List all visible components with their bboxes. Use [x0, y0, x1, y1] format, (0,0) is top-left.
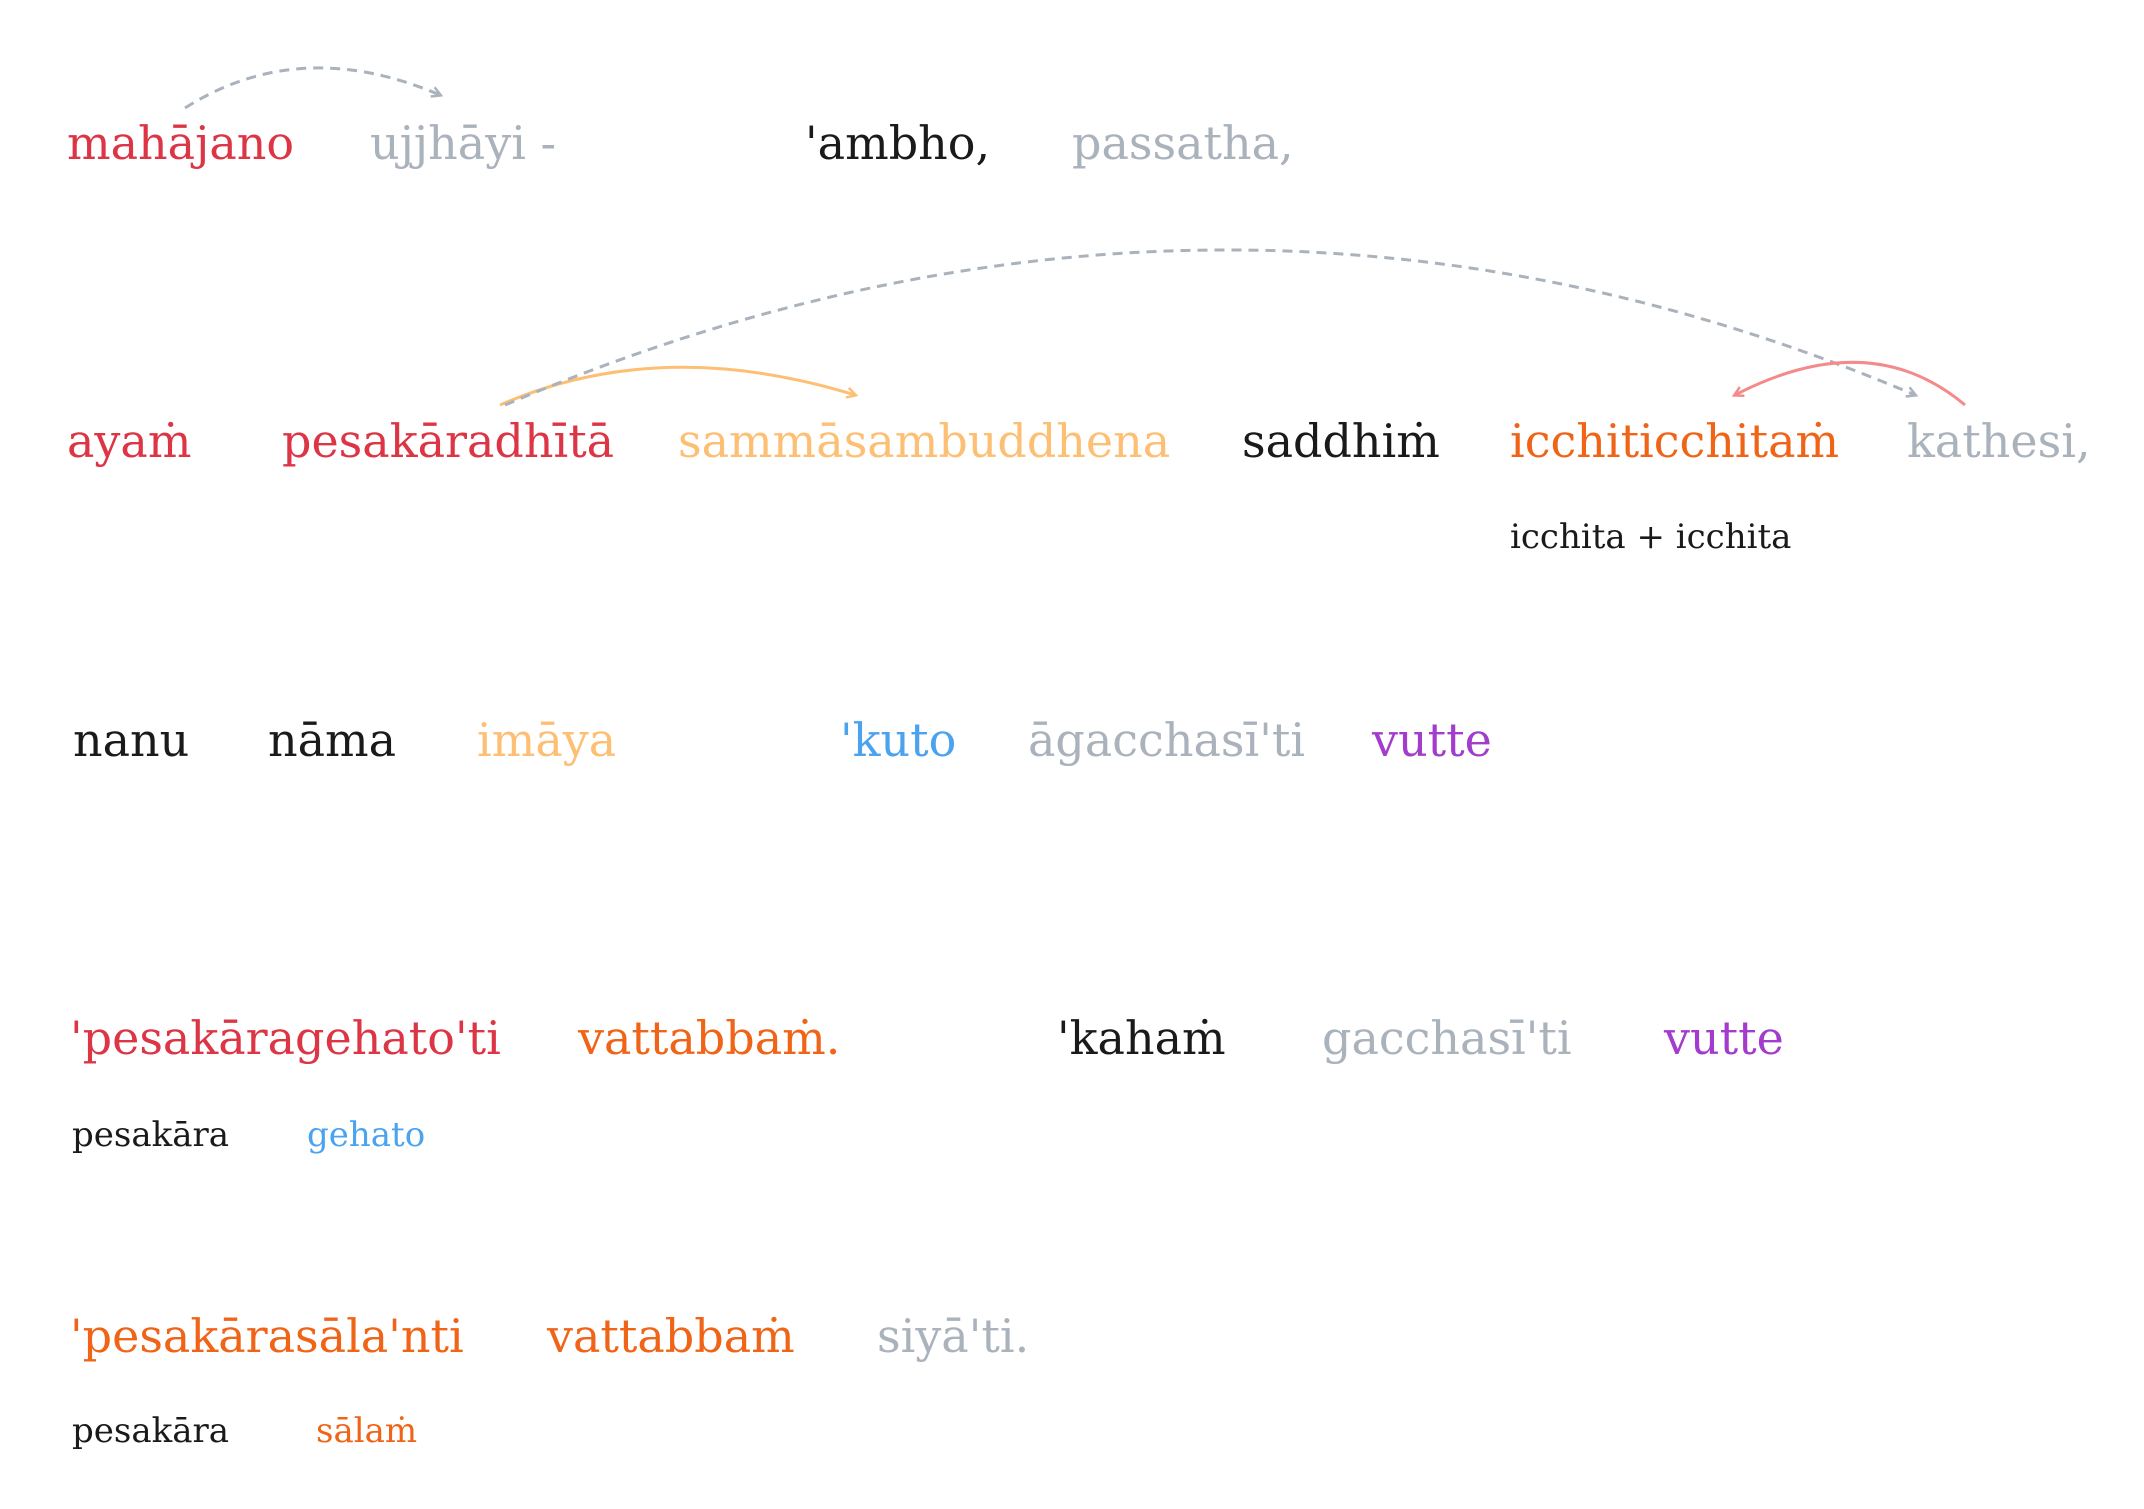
breakdown-pesakara-2: pesakāra — [72, 1411, 230, 1451]
word-pesakaradhita: pesakāradhītā — [282, 414, 615, 468]
breakdown-icchiticchitam: icchita + icchita — [1510, 517, 1792, 557]
arrow-mahajano-to-ujjhayi — [184, 66, 444, 110]
breakdown-pesakara: pesakāra — [72, 1115, 230, 1155]
breakdown-salam: sālaṁ — [316, 1411, 418, 1451]
breakdown-gehato: gehato — [307, 1115, 426, 1155]
word-ambho: 'ambho, — [805, 116, 991, 170]
word-pesakaragehatoti: 'pesakāragehato'ti — [70, 1011, 501, 1065]
word-kuto: 'kuto — [840, 713, 957, 767]
arrow-pesakaradhita-to-kathesi — [504, 248, 1919, 407]
word-ayam: ayaṁ — [67, 414, 192, 468]
word-passatha: passatha, — [1072, 116, 1294, 170]
word-agacchasiti: āgacchasī'ti — [1028, 713, 1306, 767]
word-nanu: nanu — [73, 713, 190, 767]
word-gacchasiti: gacchasī'ti — [1322, 1011, 1572, 1065]
word-mahajano: mahājano — [67, 116, 295, 170]
word-nama: nāma — [268, 713, 397, 767]
word-saddhim: saddhiṁ — [1242, 414, 1440, 468]
word-imaya: imāya — [477, 713, 617, 767]
word-vutte-2: vutte — [1664, 1011, 1784, 1065]
word-vattabbam-2: vattabbaṁ — [547, 1309, 795, 1363]
word-vutte: vutte — [1372, 713, 1492, 767]
word-kaham: 'kahaṁ — [1057, 1011, 1226, 1065]
word-vattabbam-1: vattabbaṁ. — [578, 1011, 841, 1065]
word-sammasambuddhena: sammāsambuddhena — [678, 414, 1171, 468]
arrow-kathesi-to-icchiticchitam — [1731, 360, 1966, 407]
word-pesakarasalanti: 'pesakārasāla'nti — [70, 1309, 464, 1363]
word-kathesi: kathesi, — [1907, 414, 2091, 468]
word-ujjhayi: ujjhāyi - — [370, 116, 557, 170]
word-icchiticchitam: icchiticchitaṁ — [1510, 414, 1840, 468]
word-siyati: siyā'ti. — [877, 1309, 1030, 1363]
